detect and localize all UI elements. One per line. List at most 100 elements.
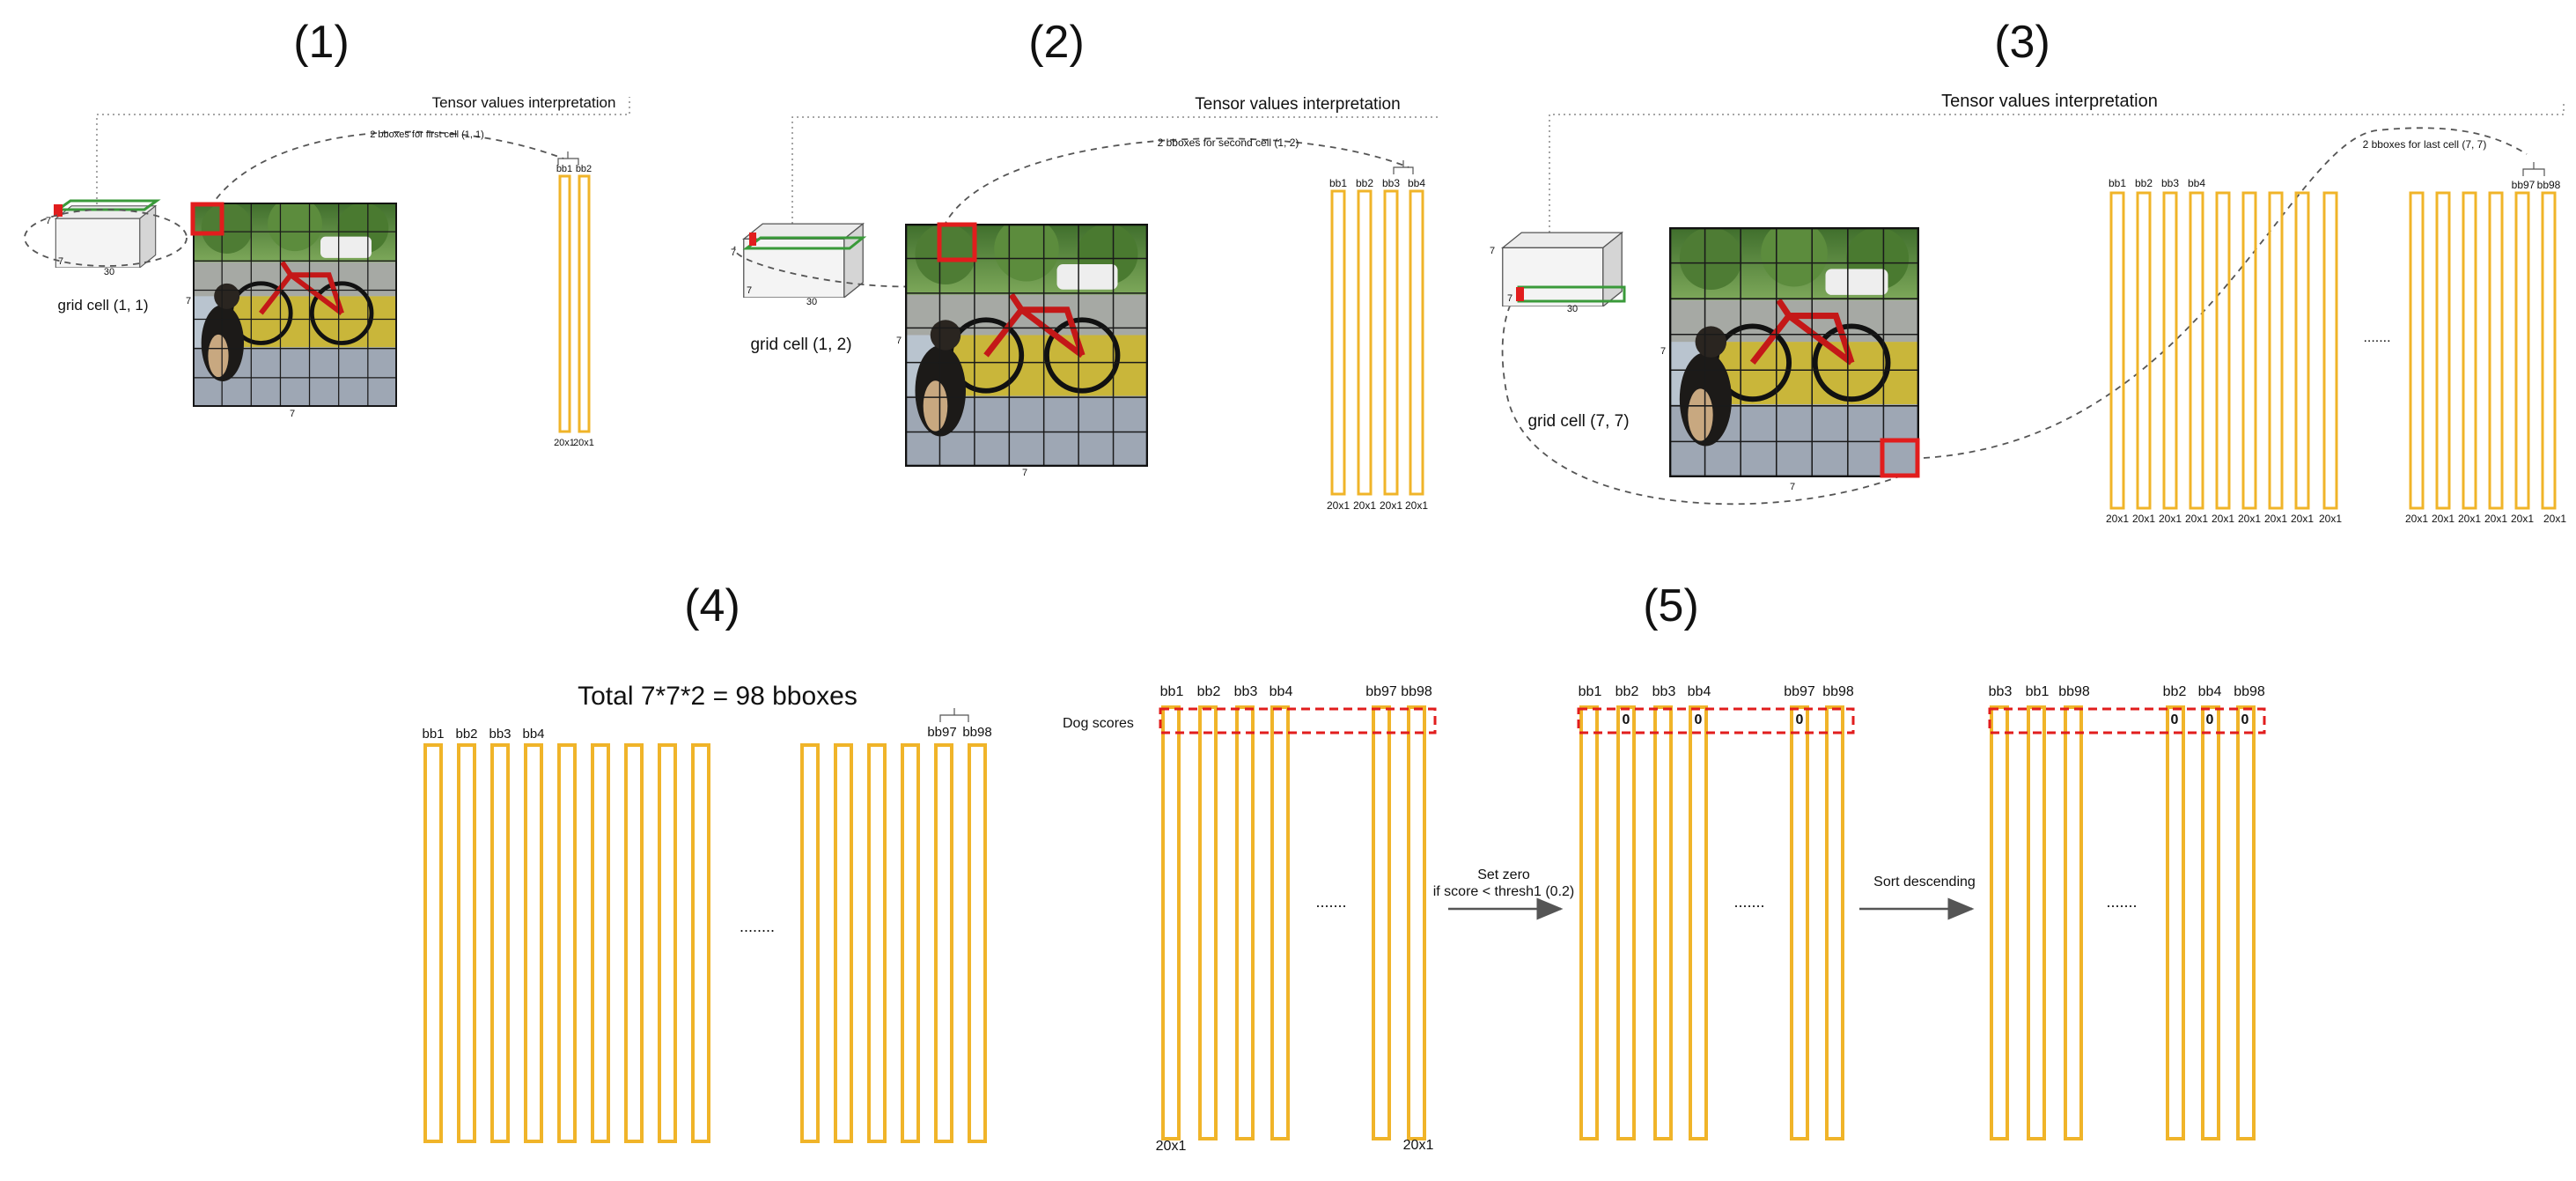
bbox-vector bbox=[2409, 191, 2425, 510]
bbox-size: 20x1 bbox=[2291, 513, 2314, 525]
zero-score: 0 bbox=[2241, 712, 2249, 727]
bbox-label: bb1 bbox=[2026, 684, 2050, 699]
group-sorted-ellipsis: ....... bbox=[2106, 893, 2137, 911]
set-zero-line1: Set zero bbox=[1477, 867, 1530, 882]
bbox-vector bbox=[658, 743, 677, 1143]
panel-1-cell-marker bbox=[54, 204, 63, 217]
bbox-vector bbox=[1653, 705, 1673, 1140]
bbox-label: bb98 bbox=[2537, 179, 2561, 191]
bbox-vector bbox=[2201, 705, 2220, 1140]
bbox-size: 20x1 bbox=[2319, 513, 2342, 525]
panel-1-tensor-label: Tensor values interpretation bbox=[432, 94, 616, 111]
bbox-vector bbox=[558, 174, 571, 433]
panel-2-cube-height: 7 bbox=[731, 247, 736, 258]
bbox-size: 20x1 bbox=[2511, 513, 2534, 525]
bbox-vector bbox=[1689, 705, 1708, 1140]
bbox-vector bbox=[834, 743, 853, 1143]
bbox-vector bbox=[901, 743, 920, 1143]
bbox-label: bb3 bbox=[2161, 177, 2179, 189]
bbox-vector bbox=[2027, 705, 2046, 1140]
sort-label: Sort descending bbox=[1873, 875, 1976, 889]
panel-2-bracket bbox=[1393, 160, 1414, 174]
panel-3-selected-cell bbox=[1880, 438, 1920, 478]
panel-4: (4) Total 7*7*2 = 98 bboxes ........ bb1… bbox=[422, 580, 992, 1143]
bbox-size: 20x1 bbox=[2432, 513, 2455, 525]
panel-4-bracket bbox=[939, 708, 969, 722]
bbox-size: 20x1 bbox=[2264, 513, 2287, 525]
bbox-label: bb3 bbox=[1382, 177, 1400, 189]
bbox-label: bb4 bbox=[2188, 177, 2205, 189]
panel-3-cell-label: grid cell (7, 7) bbox=[1527, 412, 1629, 431]
panel-2-cube-loop bbox=[733, 246, 956, 288]
bbox-label: bb2 bbox=[2163, 684, 2187, 699]
bbox-vector bbox=[1198, 705, 1218, 1140]
panel-2-cube-width: 30 bbox=[806, 297, 817, 307]
panel-2-bbox-note: 2 bboxes for second cell (1, 2) bbox=[1158, 137, 1299, 149]
bbox-label: bb4 bbox=[1270, 684, 1293, 699]
bbox-size: 20x1 bbox=[2212, 513, 2234, 525]
panel-3-image-dim: 7 bbox=[1790, 482, 1795, 492]
group-original-size-last: 20x1 bbox=[1403, 1138, 1434, 1153]
panel-1-cube-height: 7 bbox=[46, 216, 51, 226]
panel-2-cell-label: grid cell (1, 2) bbox=[750, 336, 851, 354]
panel-2-tensor-label: Tensor values interpretation bbox=[1195, 95, 1400, 114]
panel-1-cell-slice bbox=[54, 199, 161, 211]
bbox-vector bbox=[2268, 191, 2284, 510]
bbox-vector bbox=[557, 743, 577, 1143]
bbox-size: 20x1 bbox=[1327, 499, 1350, 512]
bbox-vector bbox=[2488, 191, 2504, 510]
panel-2-tensor-cube bbox=[743, 223, 864, 298]
panel-1-tensor-connector bbox=[96, 97, 630, 210]
panel-1-selected-cell bbox=[190, 202, 224, 236]
panel-3-ellipsis: ....... bbox=[2363, 330, 2390, 345]
panel-4-ellipsis: ........ bbox=[740, 918, 775, 935]
bbox-vector bbox=[968, 743, 987, 1143]
bbox-label: bb2 bbox=[1356, 177, 1373, 189]
panel-4-title: Total 7*7*2 = 98 bboxes bbox=[578, 682, 857, 711]
bbox-label: bb4 bbox=[522, 727, 544, 742]
bbox-label: bb3 bbox=[1652, 684, 1676, 699]
bbox-label: bb3 bbox=[1989, 684, 2013, 699]
panel-2: (2) Tensor values interpretation 2 bboxe… bbox=[731, 17, 1439, 512]
bbox-vector bbox=[490, 743, 510, 1143]
bbox-size: 20x1 bbox=[2132, 513, 2155, 525]
panel-3: (3) Tensor values interpretation 2 bboxe… bbox=[1490, 17, 2566, 525]
bbox-size: 20x1 bbox=[2484, 513, 2507, 525]
bbox-label: bb1 bbox=[1160, 684, 1184, 699]
bbox-size: 20x1 bbox=[2405, 513, 2428, 525]
bbox-vector bbox=[524, 743, 543, 1143]
bbox-label: bb97 bbox=[1784, 684, 1815, 699]
bbox-vector bbox=[1407, 705, 1426, 1140]
bbox-vector bbox=[1357, 189, 1373, 496]
bbox-vector bbox=[1579, 705, 1599, 1140]
bbox-label: bb2 bbox=[1197, 684, 1221, 699]
panel-3-cube-depth: 7 bbox=[1507, 293, 1512, 304]
bbox-vector bbox=[2241, 191, 2257, 510]
bbox-vector bbox=[1825, 705, 1844, 1140]
panel-3-tensor-label: Tensor values interpretation bbox=[1941, 92, 2158, 111]
bbox-label: bb98 bbox=[2234, 684, 2265, 699]
bbox-size: 20x1 bbox=[2159, 513, 2182, 525]
panel-3-cube-loop bbox=[1501, 294, 1903, 506]
panel-2-cell-marker bbox=[749, 233, 756, 246]
bbox-vector bbox=[2322, 191, 2338, 510]
panel-4-number: (4) bbox=[684, 580, 740, 631]
bbox-label: bb97 bbox=[1365, 684, 1397, 699]
panel-2-tensor-connector bbox=[791, 116, 1439, 224]
bbox-vector bbox=[2136, 191, 2152, 510]
bbox-label: bb98 bbox=[1401, 684, 1432, 699]
bbox-size: 20x1 bbox=[2458, 513, 2481, 525]
bbox-vector bbox=[934, 743, 953, 1143]
panel-3-cube-width: 30 bbox=[1567, 304, 1578, 314]
bbox-vector bbox=[1990, 705, 2009, 1140]
panel-2-number: (2) bbox=[1028, 17, 1085, 68]
bbox-vector bbox=[2162, 191, 2178, 510]
bbox-vector bbox=[1372, 705, 1391, 1140]
group-thresholded-ellipsis: ....... bbox=[1733, 893, 1764, 911]
group-original-size-first: 20x1 bbox=[1156, 1139, 1187, 1154]
